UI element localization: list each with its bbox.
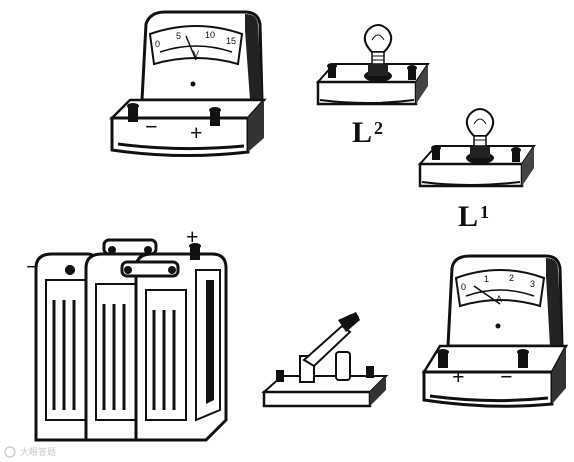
lamp-l1-left-terminal[interactable] <box>431 145 441 160</box>
switch-left-terminal[interactable] <box>276 370 284 382</box>
voltmeter-positive-terminal[interactable] <box>209 107 221 126</box>
ammeter-scale-label: 1 <box>484 274 489 284</box>
lamp-l2-bulb <box>363 24 393 82</box>
battery-connector <box>120 260 180 278</box>
ammeter-plus-sign: + <box>452 364 465 389</box>
lamp-l1-label: L <box>458 200 478 233</box>
zero-adjust-screw <box>190 81 196 87</box>
battery-cell <box>134 252 228 442</box>
voltmeter-symbol: V <box>193 49 199 59</box>
ammeter-scale-label: 0 <box>461 282 466 292</box>
battery-minus-sign: − <box>26 254 39 279</box>
lamp-l2-label: L <box>352 116 372 149</box>
battery-negative-terminal[interactable] <box>65 265 75 275</box>
battery-positive-terminal[interactable] <box>189 243 201 260</box>
knife-switch[interactable] <box>261 312 389 408</box>
ammeter-scale-label: 3 <box>530 279 535 289</box>
voltmeter-needle <box>185 35 197 61</box>
battery-plus-sign: + <box>186 224 199 249</box>
lamp-l2-left-terminal[interactable] <box>327 63 337 78</box>
watermark-logo-icon <box>4 446 16 458</box>
ammeter-positive-terminal[interactable] <box>437 349 449 368</box>
lamp-l2-right-terminal[interactable] <box>407 65 417 80</box>
voltmeter-negative-terminal[interactable] <box>127 103 139 122</box>
switch-blade-handle[interactable] <box>302 312 360 368</box>
ammeter-negative-terminal[interactable] <box>517 349 529 368</box>
watermark: 大眼答题 <box>4 446 56 458</box>
switch-right-terminal[interactable] <box>366 366 374 378</box>
lamp-l1-bulb <box>465 108 495 164</box>
battery-connector <box>102 238 158 256</box>
voltmeter-scale-label: 15 <box>226 36 236 46</box>
voltmeter[interactable]: 0 5 10 15 V − + <box>108 10 267 158</box>
lamp-l2-subscript: 2 <box>374 118 383 138</box>
ammeter-needle <box>473 285 501 305</box>
zero-adjust-screw <box>495 323 501 329</box>
lamp-l1[interactable] <box>417 108 536 188</box>
watermark-text: 大眼答题 <box>20 446 56 457</box>
ammeter-minus-sign: − <box>500 364 513 389</box>
voltmeter-scale-label: 5 <box>176 31 181 41</box>
voltmeter-scale-label: 0 <box>155 39 160 49</box>
switch-contact-post <box>335 351 351 381</box>
ammeter-scale-label: 2 <box>509 273 514 283</box>
ammeter-symbol: A <box>496 294 502 304</box>
battery-pack[interactable] <box>34 238 228 442</box>
voltmeter-plus-sign: + <box>190 120 203 145</box>
lamp-l1-right-terminal[interactable] <box>511 147 521 162</box>
voltmeter-minus-sign: − <box>145 114 158 139</box>
voltmeter-scale-label: 10 <box>205 30 215 40</box>
ammeter[interactable]: 0 1 2 3 A + − <box>421 254 569 408</box>
lamp-l1-subscript: 1 <box>480 202 489 222</box>
lamp-l2[interactable] <box>315 24 430 106</box>
